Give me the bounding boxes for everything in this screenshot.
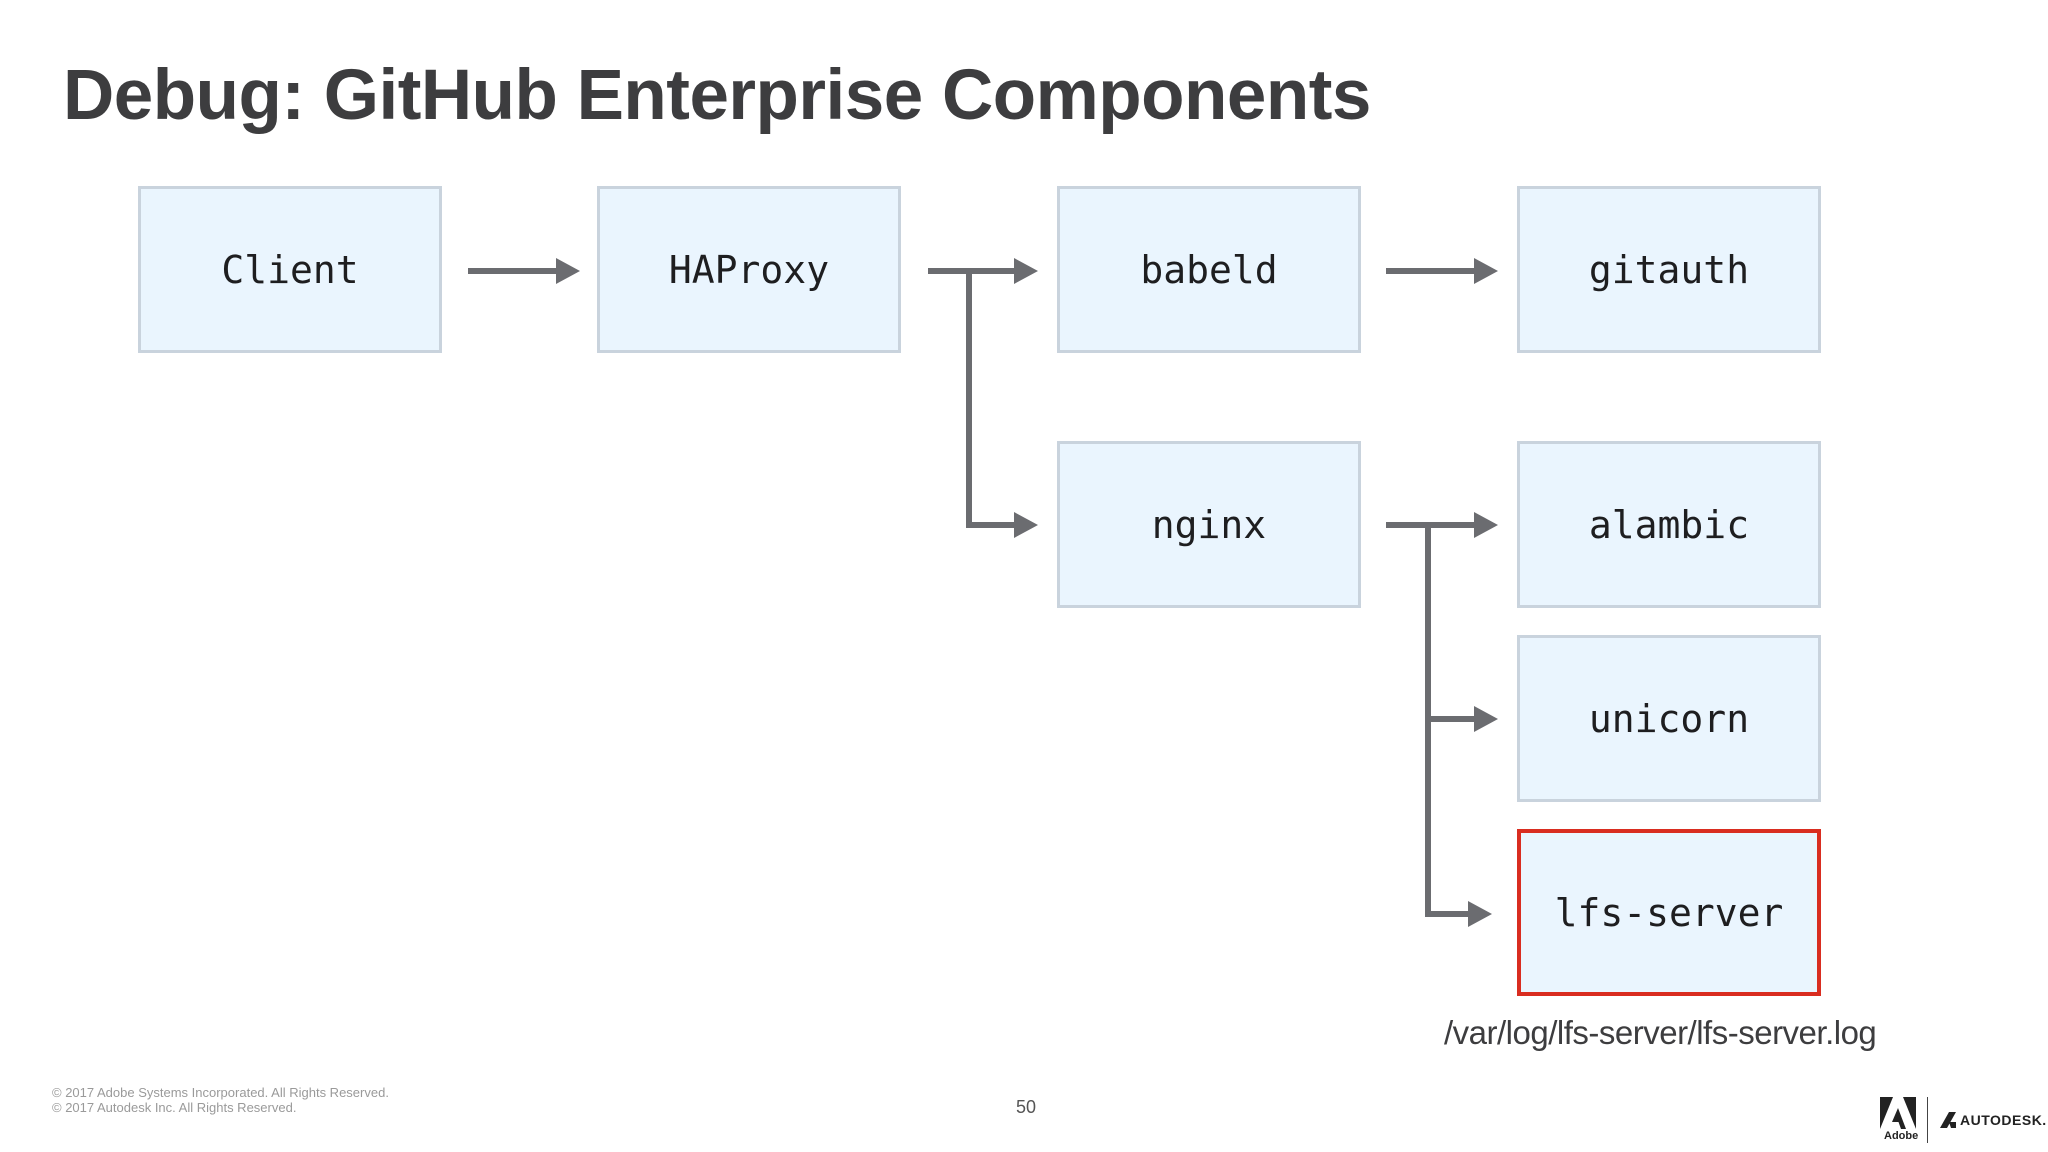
arrowhead-babeld bbox=[1014, 258, 1038, 284]
node-label: Client bbox=[221, 247, 359, 292]
node-haproxy: HAProxy bbox=[597, 186, 901, 353]
node-label: alambic bbox=[1588, 502, 1750, 547]
autodesk-mark-icon bbox=[1940, 1112, 1956, 1128]
node-label: nginx bbox=[1151, 502, 1267, 547]
arrowhead-haproxy bbox=[556, 258, 580, 284]
log-file-path: /var/log/lfs-server/lfs-server.log bbox=[1444, 1014, 1877, 1051]
copyright-autodesk: © 2017 Autodesk Inc. All Rights Reserved… bbox=[52, 1100, 297, 1115]
arrowhead-nginx bbox=[1014, 512, 1038, 538]
node-label: babeld bbox=[1140, 247, 1278, 292]
arrowhead-unicorn bbox=[1474, 706, 1498, 732]
node-unicorn: unicorn bbox=[1517, 635, 1821, 802]
node-gitauth: gitauth bbox=[1517, 186, 1821, 353]
node-nginx: nginx bbox=[1057, 441, 1361, 608]
node-babeld: babeld bbox=[1057, 186, 1361, 353]
arrowhead-alambic bbox=[1474, 512, 1498, 538]
autodesk-logo-text: AUTODESK. bbox=[1960, 1112, 2047, 1128]
arrow-haproxy-nginx bbox=[966, 271, 1020, 528]
adobe-logo-icon bbox=[1880, 1097, 1916, 1129]
page-number: 50 bbox=[1016, 1097, 1037, 1117]
slide-title: Debug: GitHub Enterprise Components bbox=[63, 56, 1371, 135]
node-alambic: alambic bbox=[1517, 441, 1821, 608]
arrowhead-gitauth bbox=[1474, 258, 1498, 284]
autodesk-logo: AUTODESK. bbox=[1940, 1112, 2047, 1128]
node-lfs-server: lfs-server bbox=[1517, 829, 1821, 996]
arrowhead-lfs-server bbox=[1468, 901, 1492, 927]
logo-divider bbox=[1927, 1097, 1928, 1143]
node-label: lfs-server bbox=[1554, 890, 1784, 935]
node-client: Client bbox=[138, 186, 442, 353]
adobe-logo-text: Adobe bbox=[1884, 1130, 1919, 1142]
node-label: HAProxy bbox=[668, 247, 830, 292]
node-label: gitauth bbox=[1588, 247, 1750, 292]
arrow-nginx-unicorn bbox=[1425, 525, 1480, 722]
node-label: unicorn bbox=[1588, 696, 1750, 741]
arrow-nginx-lfs-server bbox=[1425, 719, 1474, 917]
copyright-adobe: © 2017 Adobe Systems Incorporated. All R… bbox=[52, 1085, 389, 1100]
